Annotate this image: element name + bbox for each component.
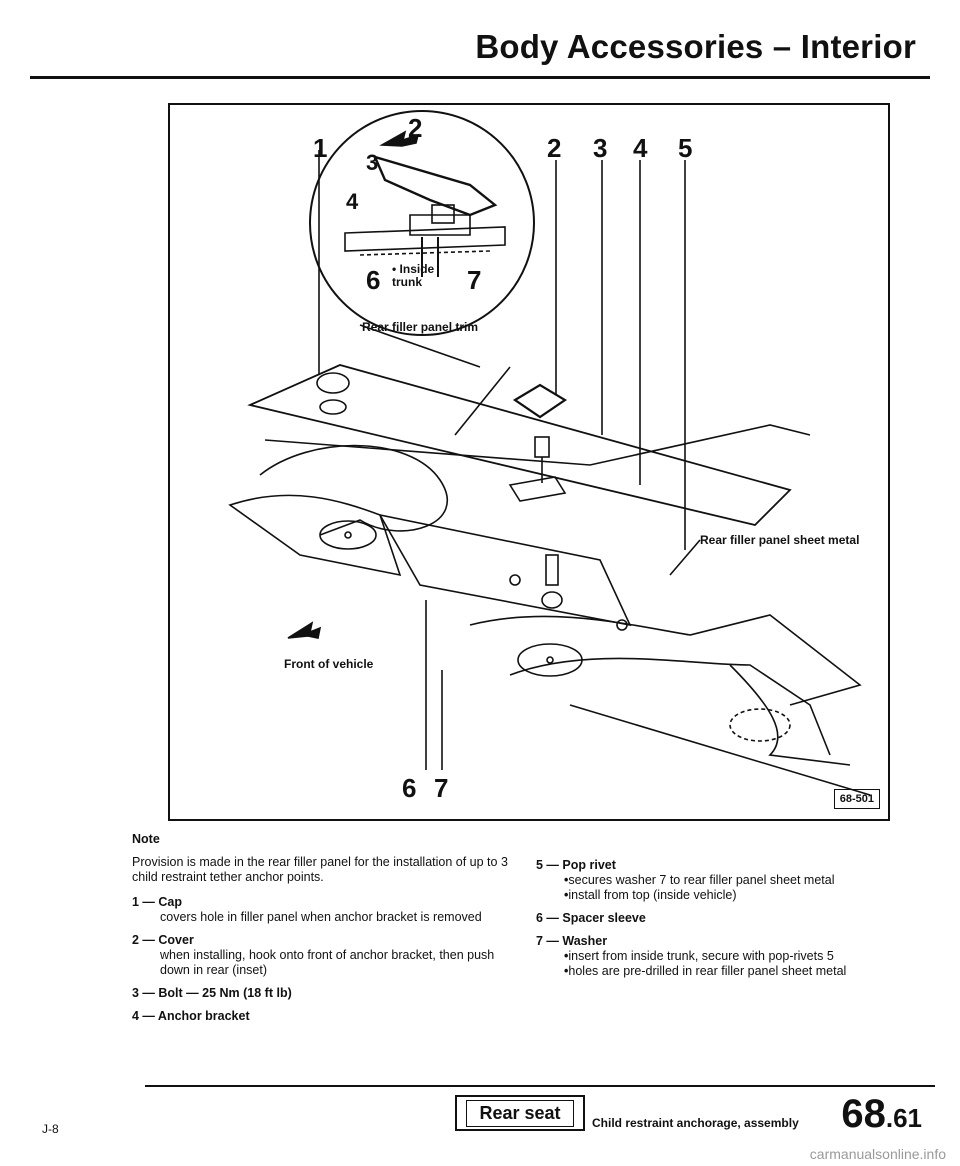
right-text-column: 5 — Pop rivet secures washer 7 to rear f… (536, 858, 906, 987)
callout-2: 2 (547, 133, 562, 163)
left-text-column: Note Provision is made in the rear fille… (132, 832, 512, 1032)
legend-bullet: holes are pre-drilled in rear filler pan… (536, 964, 906, 979)
inset-callout-6: 6 (366, 265, 381, 295)
header-rule (30, 76, 930, 79)
callout-6: 6 (402, 773, 417, 803)
inset-callout-3: 3 (366, 150, 379, 175)
inside-trunk-label: • Inside trunk (392, 262, 435, 289)
note-heading: Note (132, 832, 160, 846)
page-title: Body Accessories – Interior (475, 28, 916, 65)
legend-item-head: 1 — Cap (132, 895, 183, 909)
rear-filler-trim-label: Rear filler panel trim (362, 320, 479, 334)
diagram-drawing (228, 110, 871, 796)
legend-item-1: 1 — Cap covers hole in filler panel when… (132, 895, 512, 925)
note-text: Provision is made in the rear filler pan… (132, 855, 508, 884)
inset-callout-7: 7 (467, 265, 482, 295)
legend-item-desc: when installing, hook onto front of anch… (160, 948, 495, 977)
front-of-vehicle-label: Front of vehicle (284, 657, 374, 671)
legend-item-6: 6 — Spacer sleeve (536, 911, 906, 926)
legend-item-desc: covers hole in filler panel when anchor … (160, 910, 482, 924)
exploded-diagram: 1 2 3 4 5 2 3 4 6 7 • Inside trunk Rear … (168, 103, 890, 821)
callout-3: 3 (593, 133, 608, 163)
page-number-major: 68 (841, 1092, 886, 1136)
page-number: 68.61 (841, 1092, 922, 1137)
callout-4: 4 (633, 133, 648, 163)
rear-filler-sheet-label: Rear filler panel sheet metal (700, 533, 860, 547)
legend-item-2: 2 — Cover when installing, hook onto fro… (132, 933, 512, 978)
legend-item-head: 6 — Spacer sleeve (536, 911, 646, 925)
legend-item-7: 7 — Washer insert from inside trunk, sec… (536, 934, 906, 979)
footer-subtitle: Child restraint anchorage, assembly (592, 1116, 799, 1130)
footer-rule (145, 1085, 935, 1087)
legend-bullet: secures washer 7 to rear filler panel sh… (536, 873, 906, 888)
legend-bullet: install from top (inside vehicle) (536, 888, 906, 903)
legend-bullet: insert from inside trunk, secure with po… (536, 949, 906, 964)
inset-callout-4: 4 (346, 189, 359, 214)
page-number-minor: .61 (885, 1103, 922, 1133)
legend-item-4: 4 — Anchor bracket (132, 1009, 512, 1024)
callout-7: 7 (434, 773, 449, 803)
legend-item-head: 7 — Washer (536, 934, 608, 948)
inset-callout-2: 2 (408, 113, 423, 143)
figure-reference: 68-501 (833, 789, 880, 809)
watermark: carmanualsonline.info (809, 1146, 946, 1162)
legend-item-5: 5 — Pop rivet secures washer 7 to rear f… (536, 858, 906, 903)
page-reference: J-8 (42, 1122, 59, 1136)
callout-5: 5 (678, 133, 693, 163)
legend-item-head: 2 — Cover (132, 933, 194, 947)
legend-item-3: 3 — Bolt — 25 Nm (18 ft lb) (132, 986, 512, 1001)
legend-item-head: 3 — Bolt — 25 Nm (18 ft lb) (132, 986, 292, 1000)
section-label: Rear seat (466, 1099, 574, 1127)
legend-item-head: 4 — Anchor bracket (132, 1009, 250, 1023)
callout-1: 1 (313, 133, 328, 163)
section-box: Rear seat (455, 1095, 585, 1131)
legend-item-head: 5 — Pop rivet (536, 858, 616, 872)
